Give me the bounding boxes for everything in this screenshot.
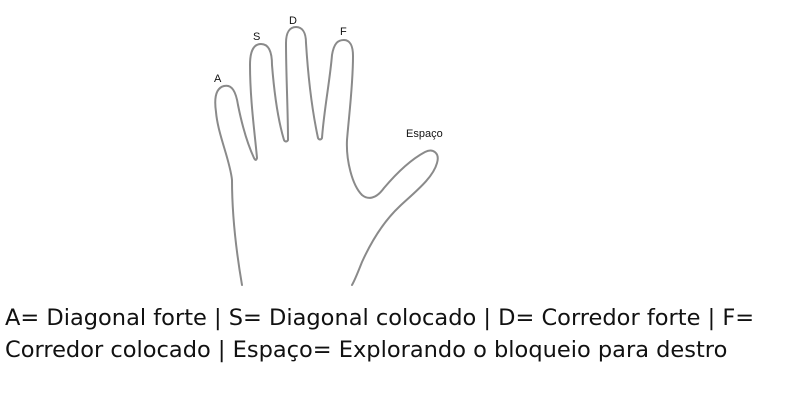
hand-outline [214, 26, 439, 286]
label-f: F [340, 26, 347, 38]
label-d: D [289, 15, 297, 27]
hand-diagram: A S D F Espaço [214, 15, 443, 286]
label-space: Espaço [406, 128, 443, 140]
legend-caption: A= Diagonal forte | S= Diagonal colocado… [5, 305, 755, 363]
label-a: A [214, 73, 222, 85]
label-s: S [253, 31, 260, 43]
